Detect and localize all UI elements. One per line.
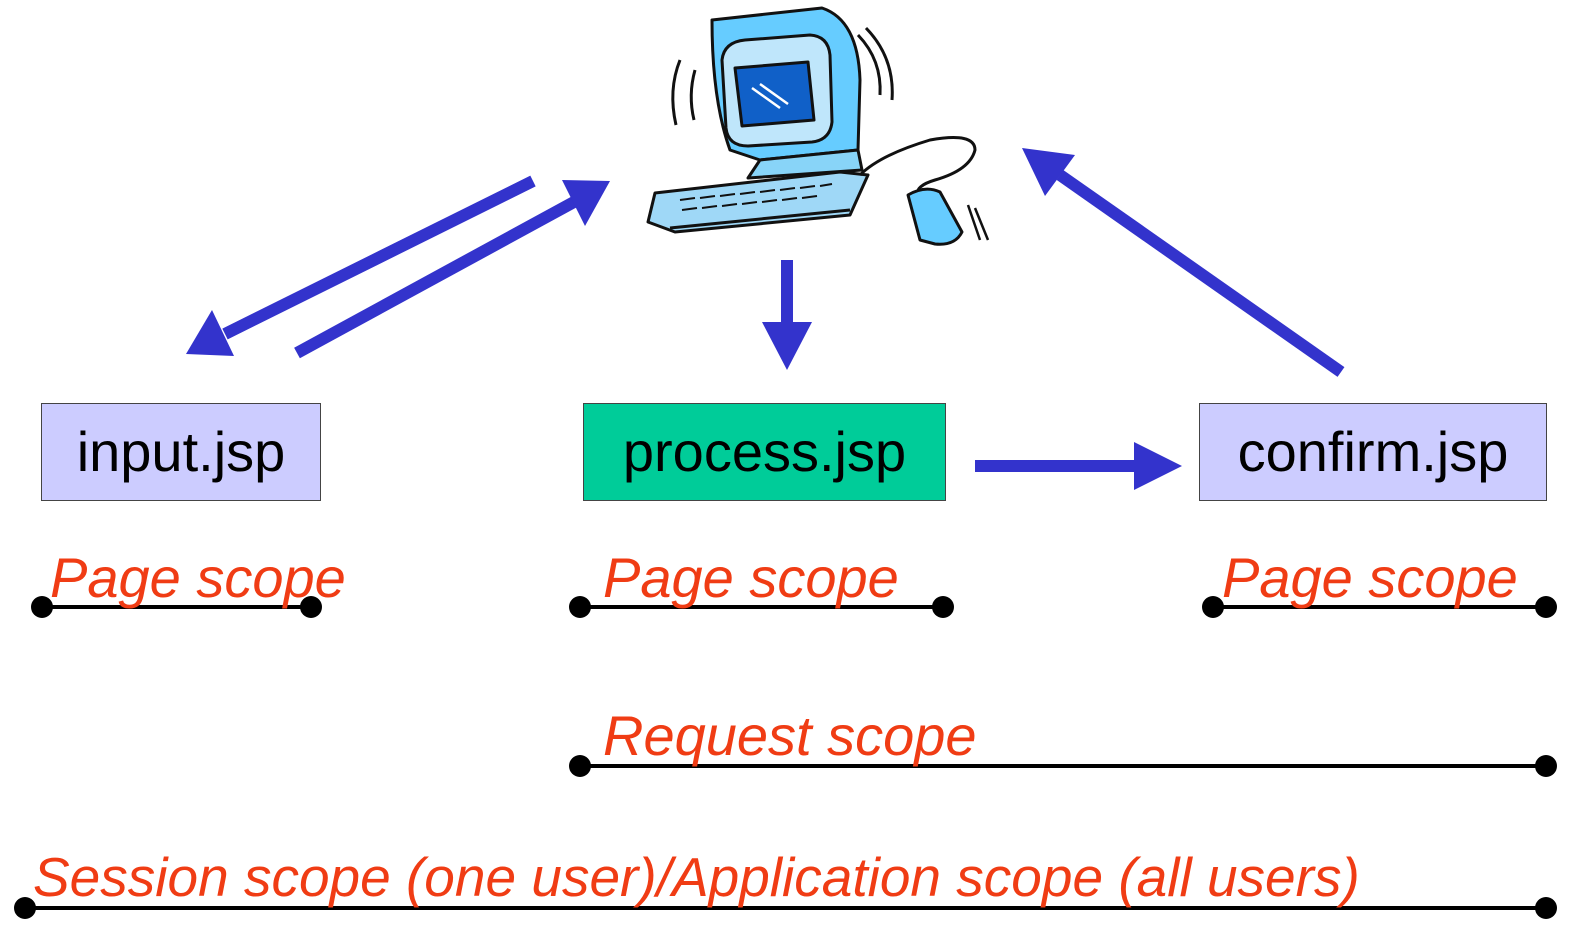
input-jsp-box: input.jsp (41, 403, 321, 501)
arrow-process-to-confirm (975, 442, 1182, 490)
arrow-client-to-process (762, 260, 812, 370)
arrow-client-to-input (186, 175, 536, 356)
page-scope-label-confirm: Page scope (1222, 546, 1518, 609)
confirm-jsp-label: confirm.jsp (1237, 420, 1509, 483)
confirm-jsp-box: confirm.jsp (1199, 403, 1547, 501)
request-scope-line (569, 755, 1557, 777)
computer-icon (646, 6, 990, 246)
page-scope-line-process (569, 596, 954, 618)
arrow-input-to-client (294, 180, 610, 359)
page-scope-line-input (31, 596, 322, 618)
input-jsp-label: input.jsp (76, 420, 286, 483)
session-scope-line (14, 897, 1557, 919)
page-scope-label-input: Page scope (50, 546, 346, 609)
arrow-confirm-to-client (1022, 148, 1345, 377)
request-scope-label: Request scope (603, 704, 977, 767)
page-scope-line-confirm (1202, 596, 1557, 618)
process-jsp-box: process.jsp (583, 403, 946, 501)
page-scope-label-process: Page scope (603, 546, 899, 609)
session-scope-label: Session scope (one user)/Application sco… (33, 846, 1360, 908)
process-jsp-label: process.jsp (622, 420, 907, 483)
